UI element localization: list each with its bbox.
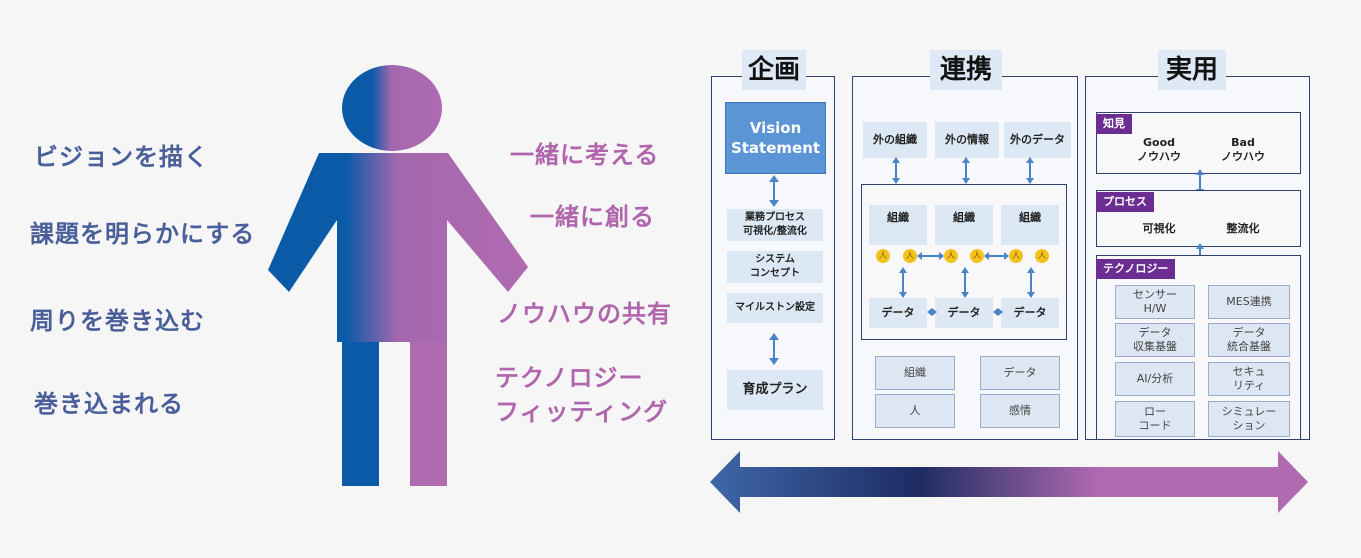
link-org-1: 組織: [869, 205, 927, 245]
tech-ai: AI/分析: [1115, 362, 1195, 396]
person-figure-icon: [268, 65, 528, 486]
tech-data-integration-line2: 統合基盤: [1227, 340, 1271, 353]
plan-item-system-line1: システム: [755, 254, 795, 265]
tech-data-collection-line2: 収集基盤: [1133, 340, 1177, 353]
tech-simulation-line2: ション: [1232, 419, 1266, 432]
use-tech-tag: テクノロジー: [1096, 259, 1176, 279]
tech-security-line1: セキュ: [1232, 365, 1266, 378]
tech-mes: MES連携: [1208, 285, 1290, 319]
right-text-knowhow-share: ノウハウの共有: [497, 300, 672, 328]
use-knowledge-good-line2: ノウハウ: [1137, 150, 1181, 163]
use-knowledge-bad-line2: ノウハウ: [1221, 150, 1265, 163]
link-outer-info: 外の情報: [935, 122, 999, 158]
person-body: [268, 153, 528, 342]
person-left-leg: [342, 342, 379, 486]
use-process-tag: プロセス: [1096, 192, 1154, 212]
tech-sensor-line2: H/W: [1143, 302, 1167, 315]
tech-sensor-line1: センサー: [1133, 288, 1177, 301]
person-right-leg: [410, 342, 447, 486]
person-dot-6: 人: [1035, 249, 1049, 263]
tech-lowcode-line2: コード: [1138, 419, 1172, 432]
link-bottom-org: 組織: [875, 356, 955, 390]
use-process-streamline: 整流化: [1226, 222, 1260, 235]
link-data-arrows-icon: [927, 308, 1003, 316]
link-top-arrows-icon: [892, 157, 1034, 184]
link-org-2: 組織: [935, 205, 993, 245]
person-dot-4: 人: [970, 249, 984, 263]
plan-item-training: 育成プラン: [727, 370, 823, 410]
tech-security: セキュリティ: [1208, 362, 1290, 396]
person-dot-5: 人: [1009, 249, 1023, 263]
tech-simulation-line1: シミュレー: [1221, 405, 1277, 418]
left-text-issues: 課題を明らかにする: [30, 220, 256, 248]
link-outer-data: 外のデータ: [1004, 122, 1071, 158]
panel-plan-title: 企画: [742, 50, 806, 90]
plan-item-system: システムコンセプト: [727, 251, 823, 283]
plan-item-system-line2: コンセプト: [750, 268, 800, 279]
right-text-fitting: フィッティング: [495, 398, 669, 426]
link-network-arrows-icon: [899, 252, 1035, 298]
double-arrow-icon: [710, 451, 1308, 513]
use-knowledge-tag: 知見: [1096, 114, 1132, 134]
link-org-3: 組織: [1001, 205, 1059, 245]
tech-simulation: シミュレーション: [1208, 401, 1290, 437]
tech-lowcode: ローコード: [1115, 401, 1195, 437]
link-bottom-data: データ: [980, 356, 1060, 390]
person-dot-1: 人: [876, 249, 890, 263]
use-process-visualize: 可視化: [1142, 222, 1176, 235]
link-data-3: データ: [1001, 298, 1059, 328]
tech-data-integration: データ統合基盤: [1208, 323, 1290, 357]
link-outer-org: 外の組織: [863, 122, 927, 158]
plan-item-process-line2: 可視化/整流化: [743, 226, 807, 237]
panel-use-title: 実用: [1158, 50, 1226, 90]
link-data-1: データ: [869, 298, 927, 328]
link-bottom-emotion: 感情: [980, 394, 1060, 428]
link-data-2: データ: [935, 298, 993, 328]
link-bottom-person: 人: [875, 394, 955, 428]
vision-line-1: Vision: [749, 119, 802, 137]
right-text-technology: テクノロジー: [495, 364, 644, 392]
person-head: [342, 65, 442, 151]
use-knowledge-bad-line1: Bad: [1231, 136, 1255, 149]
plan-arrow-2-icon: [769, 333, 779, 365]
plan-item-process: 業務プロセス可視化/整流化: [727, 209, 823, 241]
tech-data-collection: データ収集基盤: [1115, 323, 1195, 357]
person-dot-2: 人: [903, 249, 917, 263]
right-text-think-together: 一緒に考える: [510, 141, 660, 169]
use-knowledge-good-line1: Good: [1142, 136, 1176, 149]
tech-lowcode-line1: ロー: [1144, 405, 1166, 418]
left-text-vision: ビジョンを描く: [34, 143, 209, 171]
tech-data-collection-line1: データ: [1138, 326, 1172, 339]
left-text-involve: 周りを巻き込む: [30, 307, 205, 335]
left-text-involved: 巻き込まれる: [34, 390, 184, 418]
tech-data-integration-line1: データ: [1232, 326, 1266, 339]
plan-item-process-line1: 業務プロセス: [745, 212, 805, 223]
tech-security-line2: リティ: [1232, 379, 1266, 392]
person-dot-3: 人: [944, 249, 958, 263]
panel-link-title: 連携: [930, 50, 1002, 90]
right-text-create-together: 一緒に創る: [530, 203, 655, 231]
vision-line-2: Statement: [730, 139, 821, 157]
plan-arrow-1-icon: [769, 175, 779, 207]
plan-item-milestone: マイルストン設定: [727, 293, 823, 323]
